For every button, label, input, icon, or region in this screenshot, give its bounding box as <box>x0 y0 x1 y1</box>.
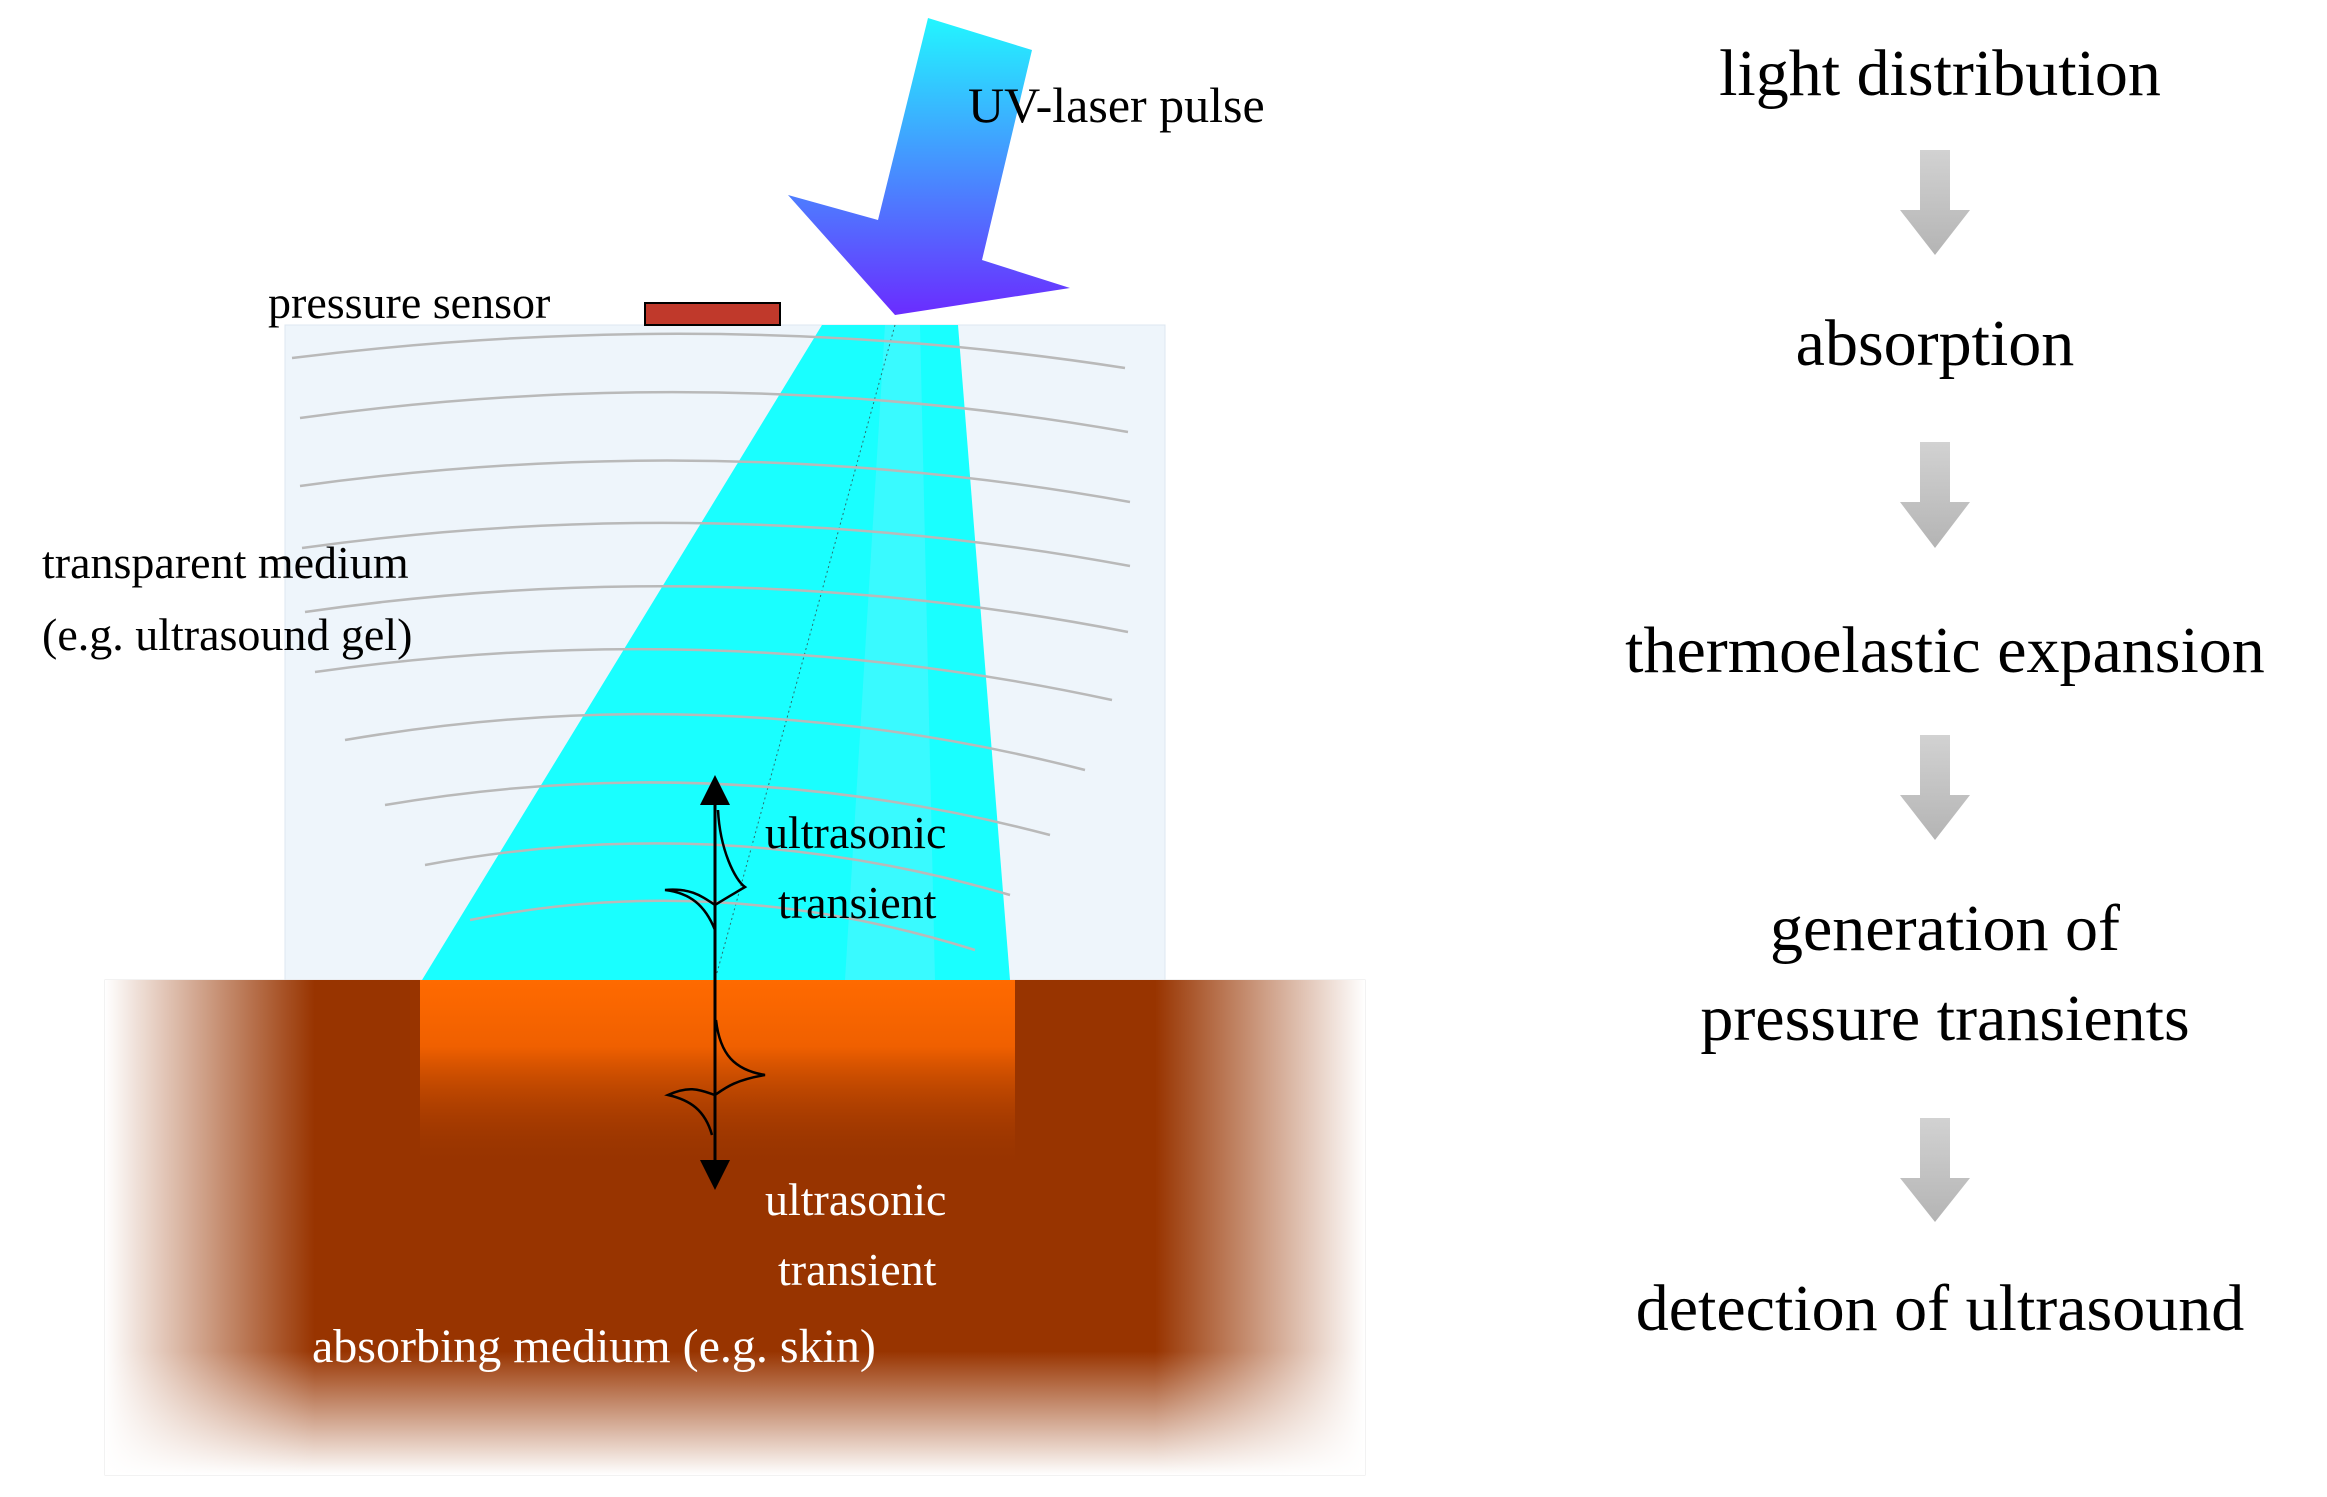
beam-axis <box>714 324 896 981</box>
transparent-medium-label-1: transparent medium <box>42 537 409 588</box>
step-generation-line-2: pressure transients <box>1700 982 2189 1055</box>
absorbing-medium-label: absorbing medium (e.g. skin) <box>312 1320 876 1373</box>
step-thermoelastic-expansion: thermoelastic expansion <box>1625 614 2265 687</box>
heated-region <box>420 980 1015 1170</box>
absorbing-medium <box>104 979 1366 1476</box>
wavefronts <box>291 332 1131 952</box>
step-arrow-3 <box>1900 735 1970 840</box>
upper-transient-label-1: ultrasonic <box>765 807 946 858</box>
pressure-pulse-lower <box>664 1019 766 1136</box>
process-flow: light distribution absorption thermoelas… <box>1625 37 2265 1345</box>
pressure-sensor <box>644 302 781 326</box>
pressure-pulse-upper <box>664 809 748 931</box>
laser-beam-core <box>845 325 935 980</box>
step-absorption: absorption <box>1796 307 2075 380</box>
uv-laser-arrow <box>788 18 1070 315</box>
step-arrow-2 <box>1900 442 1970 548</box>
step-generation-line-1: generation of <box>1770 892 2120 965</box>
laser-label: UV-laser pulse <box>968 77 1265 133</box>
transparent-medium-label-2: (e.g. ultrasound gel) <box>42 609 412 660</box>
step-detection-of-ultrasound: detection of ultrasound <box>1636 1272 2245 1345</box>
lower-transient-label-2: transient <box>778 1244 937 1295</box>
step-arrow-1 <box>1900 150 1970 255</box>
lower-transient-label-1: ultrasonic <box>765 1174 946 1225</box>
step-light-distribution: light distribution <box>1719 37 2161 110</box>
sensor-label: pressure sensor <box>268 277 550 328</box>
upper-transient-label-2: transient <box>778 877 937 928</box>
step-arrow-4 <box>1900 1118 1970 1222</box>
